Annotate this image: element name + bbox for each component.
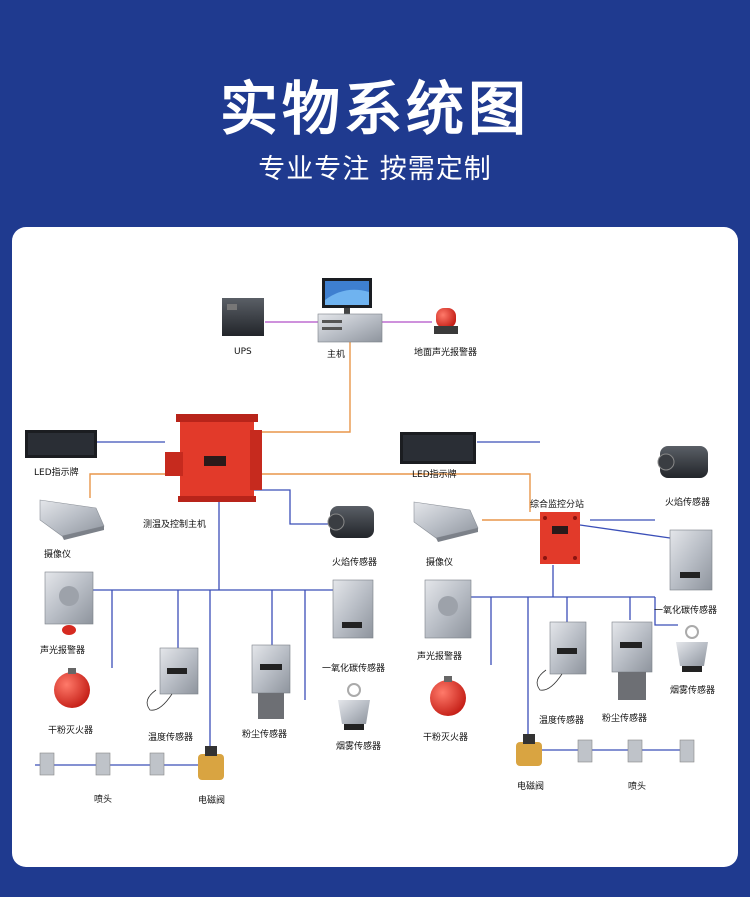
nozzle-right-label: 喷头 [628, 782, 647, 792]
flame-right-label: 火焰传感器 [665, 498, 711, 508]
temp-left-label: 温度传感器 [148, 733, 194, 743]
led-right-label: LED指示牌 [412, 470, 457, 480]
sound-alarm-right-label: 声光报警器 [417, 652, 463, 662]
flame-left-label: 火焰传感器 [332, 558, 378, 568]
smoke-right-label: 烟雾传感器 [670, 686, 716, 696]
co-left-label: 一氧化碳传感器 [322, 664, 386, 674]
solenoid-valve-right [516, 734, 542, 766]
ups-device [222, 298, 264, 336]
extinguisher-left [54, 668, 90, 708]
co-sensor-right [669, 529, 713, 591]
co-sensor-left [332, 579, 374, 639]
substation-label: 综合监控分站 [530, 500, 585, 510]
valve-left-label: 电磁阀 [198, 796, 226, 806]
camera-right [413, 501, 479, 542]
diagram-panel: UPS 主机 地面声光报警器 LED指示牌 LED指示牌 测温及控制主机 摄像仪… [12, 227, 738, 867]
ups-label: UPS [234, 347, 252, 357]
led-left-label: LED指示牌 [34, 468, 79, 478]
substation-box [540, 512, 580, 564]
extinguisher-left-label: 干粉灭火器 [48, 726, 94, 736]
orange-lines [89, 342, 540, 521]
smoke-sensor-right [676, 625, 708, 672]
dust-left-label: 粉尘传感器 [242, 730, 288, 740]
smoke-left-label: 烟雾传感器 [336, 742, 382, 752]
camera-left-label: 摄像仪 [44, 550, 72, 560]
host-label: 主机 [327, 350, 346, 360]
led-board-right [400, 432, 476, 464]
host-computer [317, 278, 383, 343]
main-controller-label: 测温及控制主机 [143, 520, 207, 530]
temp-right-label: 温度传感器 [539, 716, 585, 726]
ground-sound-light-alarm [434, 308, 458, 334]
camera-left [39, 499, 105, 540]
sound-alarm-left-label: 声光报警器 [40, 646, 86, 656]
page-subtitle: 专业专注 按需定制 [258, 154, 492, 185]
blue-lines [35, 441, 690, 766]
extinguisher-right [430, 676, 466, 716]
nozzles-right [577, 739, 695, 763]
solenoid-valve-left [198, 746, 224, 780]
smoke-sensor-left [338, 683, 370, 730]
flame-sensor-right [657, 446, 708, 478]
valve-right-label: 电磁阀 [517, 782, 545, 792]
sound-alarm-right [424, 579, 472, 639]
led-board-left [25, 430, 97, 458]
page-title: 实物系统图 [219, 75, 530, 143]
ground-alarm-label: 地面声光报警器 [414, 348, 478, 358]
temperature-sensor-right [536, 621, 587, 691]
dust-sensor-right [611, 621, 653, 700]
flame-sensor-left [327, 506, 374, 538]
camera-right-label: 摄像仪 [426, 558, 454, 568]
extinguisher-right-label: 干粉灭火器 [423, 733, 469, 743]
main-controller-box [165, 414, 262, 502]
sound-alarm-left [44, 571, 94, 635]
dust-sensor-left [251, 644, 291, 719]
temperature-sensor-left [146, 647, 199, 711]
header: 实物系统图 专业专注 按需定制 [0, 0, 750, 225]
co-right-label: 一氧化碳传感器 [654, 606, 718, 616]
nozzle-left-label: 喷头 [94, 795, 113, 805]
nozzles-left [39, 752, 165, 776]
dust-right-label: 粉尘传感器 [602, 714, 648, 724]
system-diagram [25, 278, 713, 780]
